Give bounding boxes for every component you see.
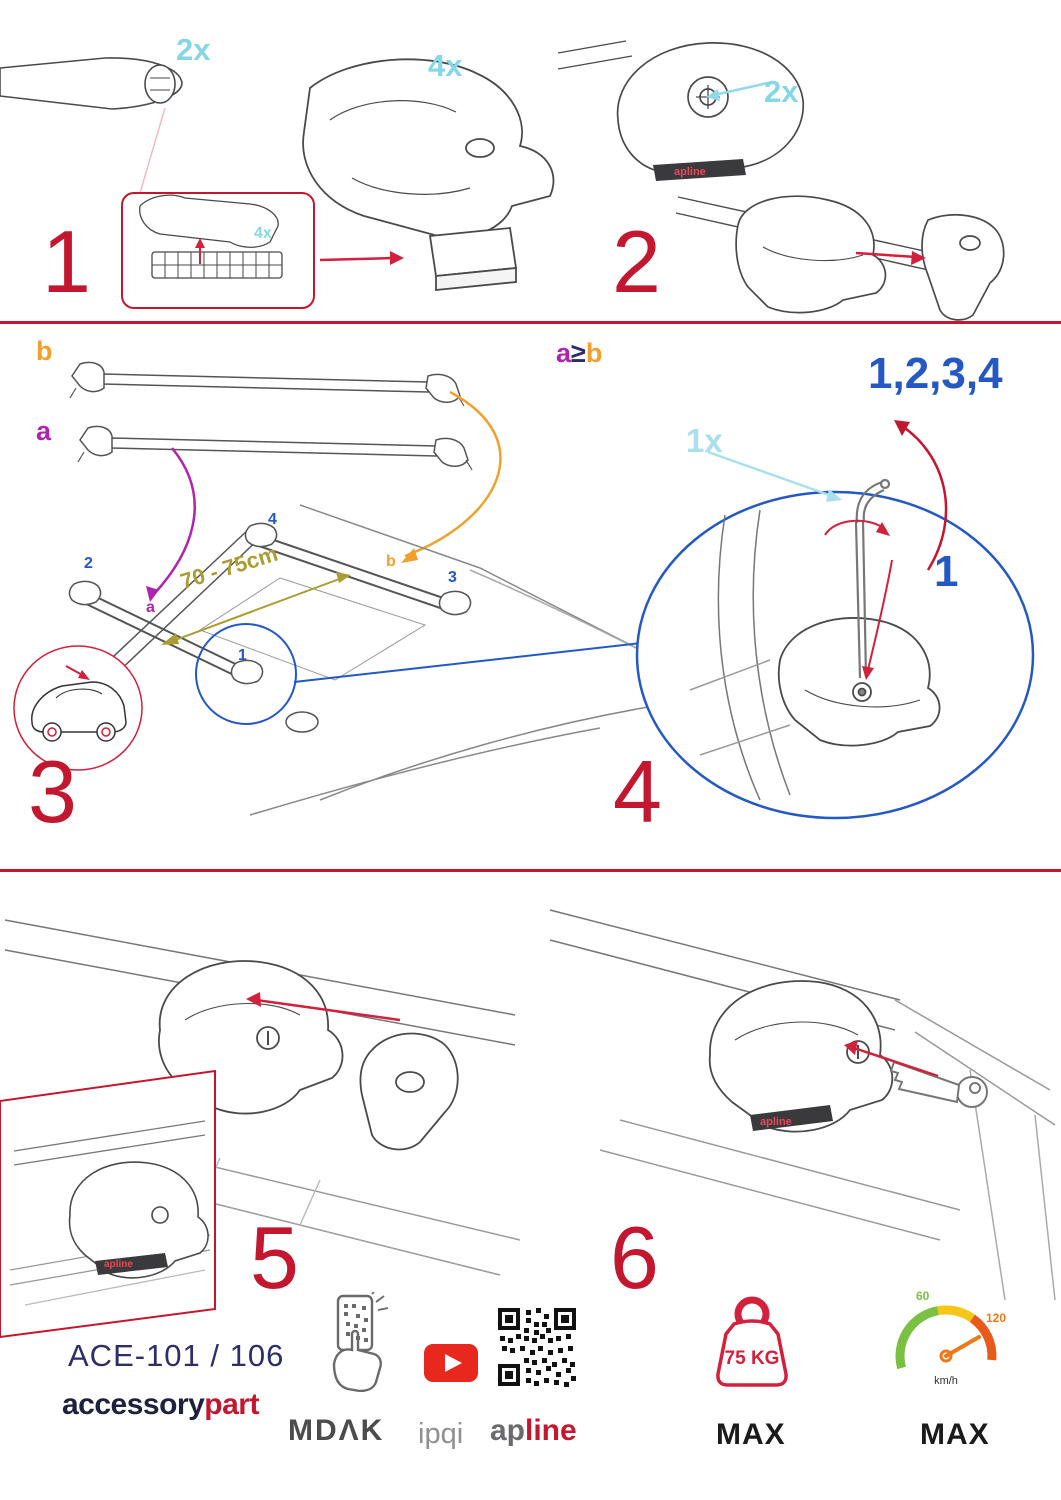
knob-qty-arrowhead — [706, 89, 720, 101]
step2-assembly-illustration: apline — [558, 40, 1005, 321]
key-insert-arrow — [853, 1046, 939, 1078]
zoom-connector-line — [293, 641, 651, 683]
bar-a-guide-curve — [153, 447, 196, 595]
youtube-icon — [424, 1344, 478, 1382]
step6-number: 6 — [610, 1208, 659, 1307]
model-number: ACE-101 / 106 — [68, 1338, 285, 1373]
apline-logo: apline — [490, 1416, 577, 1446]
foot-illustration — [302, 58, 555, 291]
step4-zoom-illustration — [635, 420, 1035, 820]
foot-qty-label: 4x — [428, 48, 463, 83]
distance-arrow — [169, 577, 343, 643]
bar-a-guide-arrowhead — [146, 586, 159, 602]
rotate-arrowhead — [876, 522, 890, 536]
roof-pos-1-label: 1 — [238, 647, 247, 664]
speedometer-icon: 60 120 km/h — [895, 1289, 1006, 1387]
step4-number: 4 — [613, 742, 662, 841]
key-insert-arrowhead — [844, 1040, 858, 1055]
crossbar-profile-illustration — [0, 57, 183, 110]
roof-pos-b-label: b — [386, 553, 396, 570]
knob-qty-arrow — [713, 81, 769, 97]
step5-locked-inset: apline — [0, 1069, 216, 1339]
bar-b-illustration — [69, 361, 465, 407]
condition-operator: ≥ — [571, 338, 586, 368]
tighten-sequence-label: 1,2,3,4 — [868, 349, 1003, 398]
step3-roof-illustration — [13, 361, 660, 816]
apline-logo-on-foot: apline — [674, 166, 706, 178]
cover-insert-arrow — [255, 998, 401, 1022]
step6-foot-illustration — [708, 980, 894, 1133]
apline-ap: ap — [490, 1414, 526, 1447]
bar-b-guide-arrowhead — [401, 548, 418, 563]
speed-unit-label: km/h — [934, 1375, 958, 1387]
weight-max-label: MAX — [716, 1418, 786, 1451]
tighten-arrowhead — [862, 666, 874, 680]
tighten-arrow — [867, 559, 893, 671]
hand-scan-icon — [332, 1292, 389, 1392]
condition-a: a — [556, 338, 572, 368]
step1-parts-illustration — [0, 57, 555, 309]
apline-logo-on-inset-foot: apline — [104, 1259, 133, 1270]
foot-with-knob-illustration — [558, 40, 805, 181]
roof-perspective-illustration — [29, 504, 660, 816]
brand-accessory: accessory — [62, 1388, 205, 1421]
sequence-arrow — [901, 424, 948, 571]
endcap-arrow — [855, 251, 917, 259]
weight-icon: 75 KG — [716, 1296, 788, 1387]
rubber-pad-inset — [121, 192, 315, 309]
knob-qty-label: 2x — [764, 74, 799, 109]
speed-high-label: 120 — [986, 1311, 1006, 1325]
bar-qty-label: 2x — [176, 32, 211, 67]
speed-max-label: MAX — [920, 1418, 990, 1451]
pad-qty-label: 4x — [254, 225, 272, 242]
zoom-foot-illustration — [777, 617, 941, 747]
condition-label: a≥b — [556, 340, 602, 367]
car-inset-illustration — [13, 645, 143, 771]
sequence-arrowhead — [894, 420, 910, 436]
brand-part: part — [204, 1388, 259, 1421]
mdak-logo: MDΛK — [288, 1414, 385, 1447]
condition-b: b — [585, 338, 603, 368]
pad-to-foot-arrowhead — [390, 251, 404, 265]
step2-number: 2 — [612, 212, 661, 311]
apline-line: line — [525, 1414, 577, 1447]
section-divider-2 — [0, 869, 1061, 872]
step1-number: 1 — [42, 212, 91, 311]
endcap-arrowhead — [911, 251, 926, 265]
bar-b-guide-curve — [404, 390, 502, 558]
bar-a-illustration — [77, 425, 473, 471]
zoom-rail-lines — [689, 509, 791, 801]
distance-arrowhead-left — [161, 633, 179, 645]
section-divider-1 — [0, 321, 1061, 324]
brand-logo: accessorypart — [62, 1390, 259, 1420]
key-qty-arrowhead — [826, 489, 842, 502]
key-icon — [889, 1060, 988, 1108]
weight-value: 75 KG — [725, 1348, 780, 1369]
cover-insert-arrowhead — [246, 992, 261, 1007]
roof-pos-2-label: 2 — [84, 555, 93, 572]
bar-b-label: b — [36, 336, 53, 366]
speed-low-label: 60 — [916, 1289, 930, 1303]
step5-open-cover-illustration — [359, 1032, 459, 1151]
step6-key-illustration: apline — [549, 909, 1056, 1301]
allen-key-icon — [854, 478, 891, 679]
inset-foot-illustration — [68, 1161, 209, 1279]
foot1-highlight-circle — [195, 623, 297, 725]
ipqi-logo: ipqi — [418, 1418, 464, 1450]
qr-code-icon — [496, 1306, 578, 1388]
bar-endcap-illustration — [675, 195, 1005, 321]
pad-guide-line — [139, 107, 166, 194]
key-qty-arrow — [707, 450, 833, 498]
roof-pos-3-label: 3 — [448, 569, 457, 586]
bar-a-label: a — [36, 416, 52, 446]
distance-arrowhead-right — [336, 572, 351, 583]
pad-to-foot-arrow — [319, 256, 395, 262]
roof-pos-4-label: 4 — [268, 511, 277, 528]
apline-logo-on-foot6: apline — [760, 1116, 792, 1128]
step5-number: 5 — [250, 1208, 299, 1307]
roof-pos-a-label: a — [146, 599, 155, 616]
zoom-position-label: 1 — [934, 547, 959, 596]
key-qty-label: 1x — [686, 422, 723, 459]
step3-number: 3 — [28, 742, 77, 841]
